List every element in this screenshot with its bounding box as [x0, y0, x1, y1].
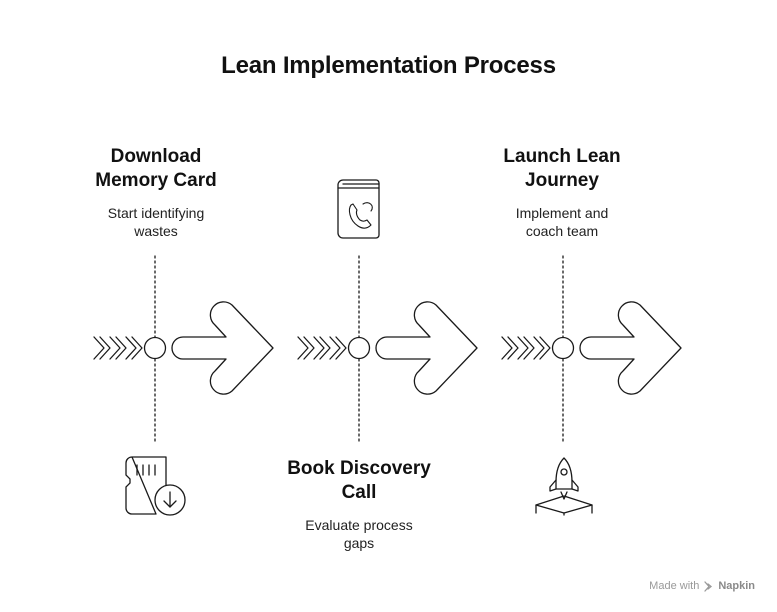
- step-3-description: Implement and coach team: [482, 204, 642, 240]
- step-2-title: Book Discovery Call: [269, 457, 449, 505]
- step-3-desc-line-1: Implement and: [515, 205, 609, 221]
- step-1-description: Start identifying wastes: [76, 204, 236, 240]
- step-2-arrow: [375, 301, 478, 395]
- step-3-flow: [501, 255, 682, 444]
- step-3-title-line-2: Journey: [525, 170, 599, 191]
- step-3-arrow: [579, 301, 682, 395]
- napkin-watermark[interactable]: Made with Napkin: [649, 580, 755, 592]
- diagram-title: Lean Implementation Process: [221, 52, 556, 79]
- step-1-title-line-1: Download: [110, 146, 202, 167]
- napkin-logo-icon: [704, 580, 713, 592]
- watermark-prefix: Made with: [649, 580, 700, 592]
- phone-book-icon: [337, 179, 380, 239]
- step-2-desc-line-1: Evaluate process: [305, 517, 413, 533]
- step-2-node: [347, 336, 371, 360]
- step-3-node: [551, 336, 575, 360]
- step-1-title: Download Memory Card: [66, 145, 246, 193]
- step-3-chevrons: [501, 336, 551, 360]
- step-1-title-line-2: Memory Card: [95, 170, 217, 191]
- step-2-title-line-1: Book Discovery: [287, 458, 431, 479]
- step-1-arrow: [171, 301, 274, 395]
- step-1-flow: [93, 255, 274, 444]
- step-3-title: Launch Lean Journey: [472, 145, 652, 193]
- step-2-title-line-2: Call: [341, 482, 377, 503]
- step-1-chevrons: [93, 336, 143, 360]
- step-2-flow: [297, 255, 478, 444]
- rocket-launch-icon: [535, 457, 593, 516]
- step-1-desc-line-1: Start identifying: [107, 205, 205, 221]
- step-3-desc-line-2: coach team: [525, 223, 599, 239]
- step-1-desc-line-2: wastes: [134, 223, 178, 239]
- step-1-node: [143, 336, 167, 360]
- watermark-brand: Napkin: [718, 580, 755, 592]
- step-2-desc-line-2: gaps: [343, 535, 375, 551]
- memory-card-download-icon: [125, 456, 186, 516]
- step-2-description: Evaluate process gaps: [279, 516, 439, 552]
- step-2-chevrons: [297, 336, 347, 360]
- step-3-title-line-1: Launch Lean: [503, 146, 621, 167]
